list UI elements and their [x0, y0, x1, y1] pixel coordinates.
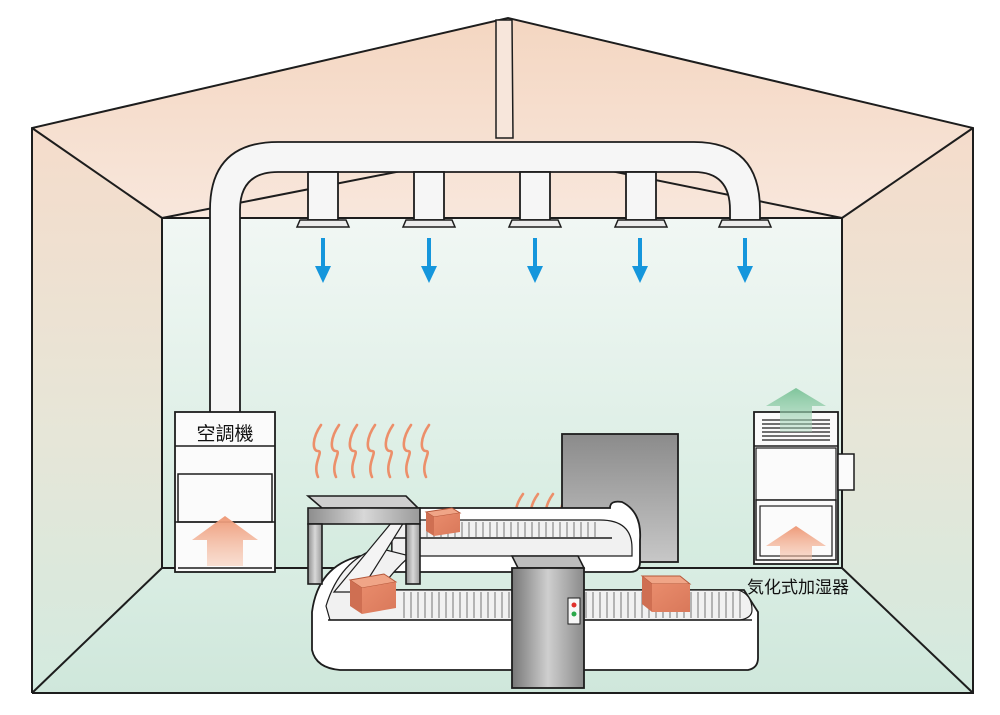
down-arrow-icon: [527, 238, 543, 283]
product-box: [424, 507, 462, 536]
heat-wave-icon: [312, 423, 323, 479]
tunnel-frame: [305, 495, 421, 585]
green-lamp: [571, 611, 577, 617]
duct-drops: [307, 171, 657, 221]
heat-wave-icon: [384, 423, 395, 479]
supply-air-arrows: [315, 238, 753, 283]
down-arrow-icon: [421, 238, 437, 283]
humidifier-side-box: [837, 453, 855, 491]
left-wall: [32, 128, 162, 693]
heat-waves-left: [312, 423, 431, 479]
heat-wave-icon: [402, 423, 413, 479]
ceiling-diffusers: [295, 219, 773, 228]
humidified-air-up-arrow-icon: [766, 388, 826, 432]
humidifier-intake-up-arrow-icon: [766, 526, 826, 560]
down-arrow-icon: [315, 238, 331, 283]
control-cabinet: [510, 555, 586, 689]
evaporative-humidifier-unit: [753, 388, 855, 565]
product-box: [348, 573, 398, 614]
indicator-panel: [567, 597, 581, 625]
product-box: [640, 575, 692, 612]
air-conditioner-unit: 空調機: [174, 411, 276, 573]
product-boxes: [348, 507, 692, 614]
red-lamp: [571, 602, 577, 608]
heat-wave-icon: [348, 423, 359, 479]
heat-wave-icon: [330, 423, 341, 479]
ac-intake-up-arrow-icon: [192, 516, 258, 566]
right-wall: [842, 128, 973, 693]
air-duct: [209, 141, 761, 419]
evaporative-humidifier-label: 気化式加湿器: [747, 578, 849, 598]
down-arrow-icon: [632, 238, 648, 283]
down-arrow-icon: [737, 238, 753, 283]
ac-panel: [177, 473, 273, 523]
air-conditioner-label: 空調機: [196, 423, 253, 445]
heat-wave-icon: [420, 423, 431, 479]
heat-wave-icon: [366, 423, 377, 479]
ridge-beam: [495, 19, 514, 139]
